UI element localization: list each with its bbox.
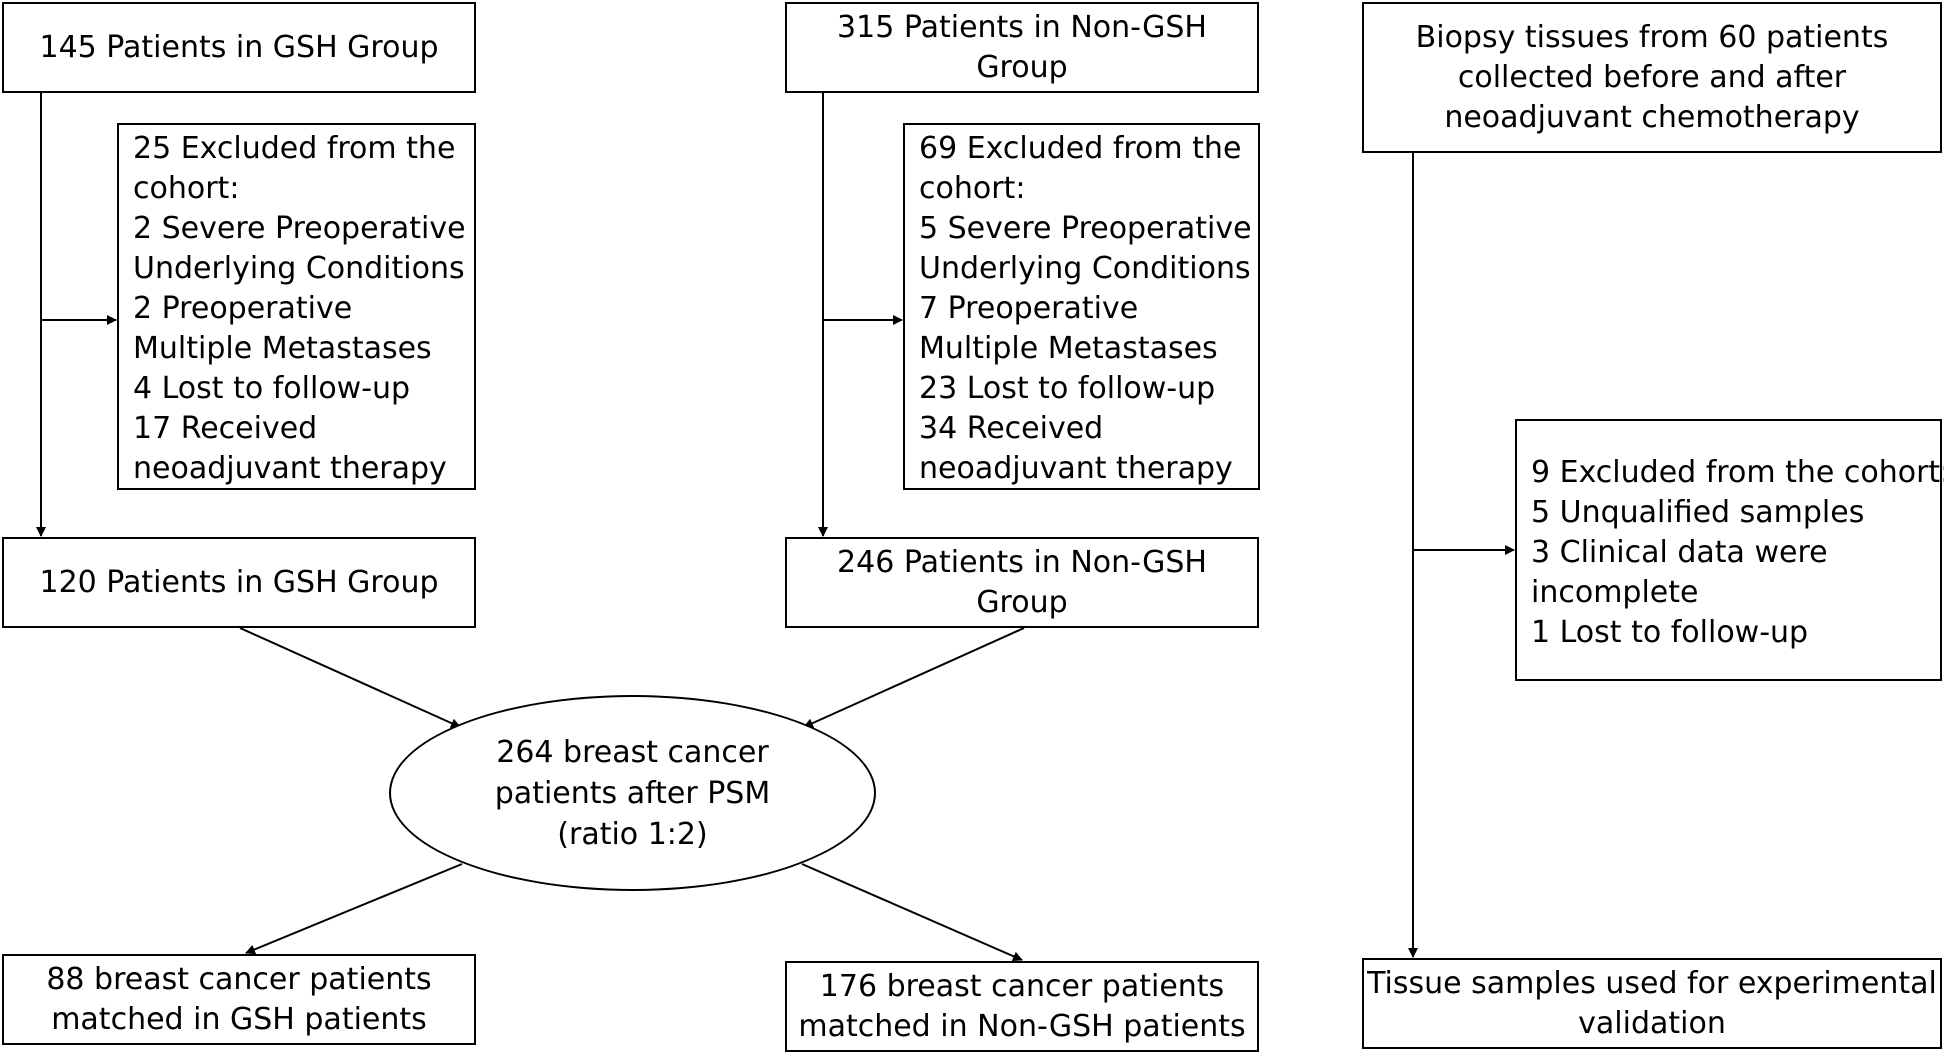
node-text-line: Multiple Metastases (919, 331, 1218, 366)
node-text-line: 5 Severe Preoperative (919, 211, 1252, 246)
node-text: 145 Patients in GSH Group (39, 28, 438, 68)
node-text-line: 69 Excluded from the (919, 131, 1242, 166)
node-text-line: 176 breast cancer patients (819, 968, 1225, 1004)
node-text-line: patients after PSM (494, 775, 771, 811)
node-text-line: Group (976, 49, 1068, 85)
node-text-line: incomplete (1531, 575, 1699, 610)
node-text: 88 breast cancer patients matched in GSH … (46, 960, 431, 1040)
node-text: 69 Excluded from the cohort: 5 Severe Preo… (919, 129, 1252, 489)
node-text-line: validation (1578, 1005, 1726, 1041)
node-text: 246 Patients in Non-GSH Group (837, 543, 1207, 623)
biopsy-box: Biopsy tissues from 60 patients collected… (1362, 2, 1942, 153)
node-text: Tissue samples used for experimental vali… (1367, 964, 1937, 1044)
node-text-line: 5 Unqualified samples (1531, 495, 1865, 530)
node-text-line: 17 Received (133, 411, 318, 446)
node-text: 120 Patients in GSH Group (39, 563, 438, 603)
node-text-line: neoadjuvant therapy (133, 451, 447, 486)
node-text-line: matched in Non-GSH patients (798, 1008, 1246, 1044)
node-text-line: matched in GSH patients (51, 1001, 427, 1037)
node-text-line: 2 Severe Preoperative (133, 211, 466, 246)
node-text-line: 23 Lost to follow-up (919, 371, 1216, 406)
node-text: 264 breast cancer patients after PSM (rati… (495, 732, 770, 855)
node-text-line: Group (976, 584, 1068, 620)
node-text-line: 34 Received (919, 411, 1104, 446)
node-text-line: 120 Patients in GSH Group (39, 564, 439, 600)
gsh-excluded-box: 25 Excluded from the cohort: 2 Severe Preo… (117, 123, 476, 490)
nongsh-initial-box: 315 Patients in Non-GSH Group (785, 2, 1259, 93)
node-text: 9 Excluded from the cohort: 5 Unqualified… (1531, 453, 1944, 653)
arrow-psm-to-nongsh-matched (801, 863, 1023, 961)
node-text-line: 3 Clinical data were (1531, 535, 1828, 570)
node-text-line: 9 Excluded from the cohort: (1531, 455, 1944, 490)
node-text-line: 145 Patients in GSH Group (39, 29, 439, 65)
node-text-line: Underlying Conditions (133, 251, 465, 286)
node-text-line: (ratio 1:2) (557, 816, 708, 852)
arrow-psm-to-gsh-matched (245, 863, 463, 955)
node-text-line: 264 breast cancer (496, 734, 769, 770)
gsh-matched-box: 88 breast cancer patients matched in GSH … (2, 954, 476, 1045)
tissue-samples-box: Tissue samples used for experimental vali… (1362, 958, 1942, 1049)
node-text-line: neoadjuvant chemotherapy (1444, 99, 1860, 135)
arrow-gsh-remaining-to-psm (239, 627, 461, 728)
psm-oval: 264 breast cancer patients after PSM (rati… (389, 695, 876, 891)
node-text-line: 246 Patients in Non-GSH (837, 544, 1207, 580)
nongsh-remaining-box: 246 Patients in Non-GSH Group (785, 537, 1259, 628)
node-text: Biopsy tissues from 60 patients collected… (1416, 18, 1889, 138)
gsh-initial-box: 145 Patients in GSH Group (2, 2, 476, 93)
node-text-line: 4 Lost to follow-up (133, 371, 411, 406)
node-text: 315 Patients in Non-GSH Group (837, 8, 1207, 88)
node-text-line: cohort: (919, 171, 1026, 206)
node-text-line: Biopsy tissues from 60 patients (1415, 19, 1889, 55)
node-text-line: 25 Excluded from the (133, 131, 456, 166)
node-text-line: 1 Lost to follow-up (1531, 615, 1809, 650)
node-text-line: 315 Patients in Non-GSH (837, 9, 1207, 45)
biopsy-excluded-box: 9 Excluded from the cohort: 5 Unqualified… (1515, 419, 1944, 681)
gsh-remaining-box: 120 Patients in GSH Group (2, 537, 476, 628)
node-text-line: 88 breast cancer patients (46, 961, 432, 997)
node-text-line: collected before and after (1457, 59, 1847, 95)
node-text: 25 Excluded from the cohort: 2 Severe Preo… (133, 129, 466, 489)
arrow-nongsh-remaining-to-psm (803, 627, 1025, 728)
node-text-line: Multiple Metastases (133, 331, 432, 366)
node-text-line: 2 Preoperative (133, 291, 353, 326)
node-text-line: Tissue samples used for experimental (1367, 965, 1937, 1001)
node-text-line: Underlying Conditions (919, 251, 1251, 286)
node-text-line: neoadjuvant therapy (919, 451, 1233, 486)
nongsh-excluded-box: 69 Excluded from the cohort: 5 Severe Preo… (903, 123, 1260, 490)
node-text-line: 7 Preoperative (919, 291, 1139, 326)
nongsh-matched-box: 176 breast cancer patients matched in Non… (785, 961, 1259, 1052)
node-text-line: cohort: (133, 171, 240, 206)
node-text: 176 breast cancer patients matched in Non… (798, 967, 1245, 1047)
